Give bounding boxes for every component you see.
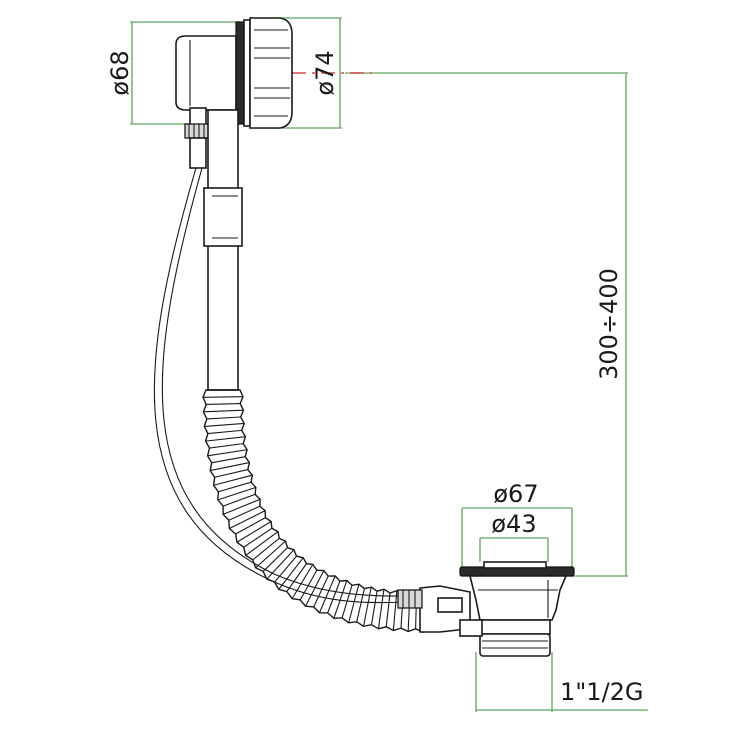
- hose-rib: [235, 517, 266, 535]
- hose-rib: [222, 498, 261, 515]
- corrugated-hose: [202, 389, 425, 634]
- dimension-lines: [130, 17, 648, 712]
- hose-rib: [278, 557, 304, 590]
- hose-rib: [229, 510, 266, 529]
- label-overflow-body-diameter: ø68: [106, 50, 134, 95]
- hose-rib: [255, 540, 286, 569]
- hose-rib: [262, 547, 288, 572]
- hose-rib: [243, 527, 273, 548]
- overflow-tube: [203, 109, 243, 391]
- hose-rib: [217, 486, 256, 501]
- hose-rib: [228, 505, 261, 521]
- hose-rib: [211, 456, 246, 464]
- hose-rib: [218, 481, 252, 493]
- hose-rib: [377, 589, 385, 629]
- hose-rib: [204, 422, 245, 428]
- hose-rib: [266, 549, 295, 580]
- hose-rib: [305, 570, 325, 607]
- label-overflow-cap-diameter: ø74: [311, 50, 339, 95]
- hose-rib: [299, 569, 318, 601]
- hose-rib: [245, 531, 279, 556]
- hose-rib: [205, 436, 246, 442]
- hose-rib: [333, 580, 348, 619]
- hose-rib: [313, 575, 329, 608]
- hose-rib: [252, 537, 280, 561]
- hose-outline: [202, 389, 425, 634]
- hose-rib: [370, 591, 378, 625]
- waste-body: [397, 561, 575, 657]
- hose-rib: [207, 429, 242, 435]
- hose-rib: [214, 469, 248, 478]
- hose-rib: [291, 564, 314, 599]
- label-waste-flange-diameter: ø67: [493, 480, 538, 508]
- control-cable: [153, 167, 421, 604]
- hose-rib: [356, 588, 365, 622]
- hose-rib: [210, 462, 250, 472]
- hose-rib: [392, 590, 398, 631]
- overflow-head: [175, 17, 293, 169]
- hose-rib: [327, 580, 341, 614]
- hose-rib: [206, 402, 241, 406]
- hose-rib: [207, 449, 248, 457]
- hose-rib: [318, 575, 336, 613]
- hose-rib: [362, 586, 372, 627]
- label-height-range: 300÷400: [595, 268, 623, 380]
- hose-rib: [274, 555, 297, 583]
- hose-rib: [286, 563, 307, 592]
- hose-rib: [213, 474, 253, 486]
- control-cable-outer: [161, 167, 421, 597]
- hose-rib: [203, 396, 244, 398]
- dimension-labels: ø68 ø74 300÷400 ø67 ø43 1"1/2G: [106, 50, 644, 706]
- hose-rib: [203, 409, 244, 413]
- hose-rib: [341, 585, 353, 619]
- hose-rib: [209, 443, 244, 449]
- label-outlet-thread: 1"1/2G: [560, 678, 644, 706]
- hose-rib: [222, 493, 256, 507]
- hose-rib: [348, 584, 360, 623]
- hose-rib: [236, 521, 272, 543]
- hose-rib: [385, 592, 391, 627]
- hose-rib: [206, 416, 241, 420]
- label-waste-plug-diameter: ø43: [491, 510, 536, 538]
